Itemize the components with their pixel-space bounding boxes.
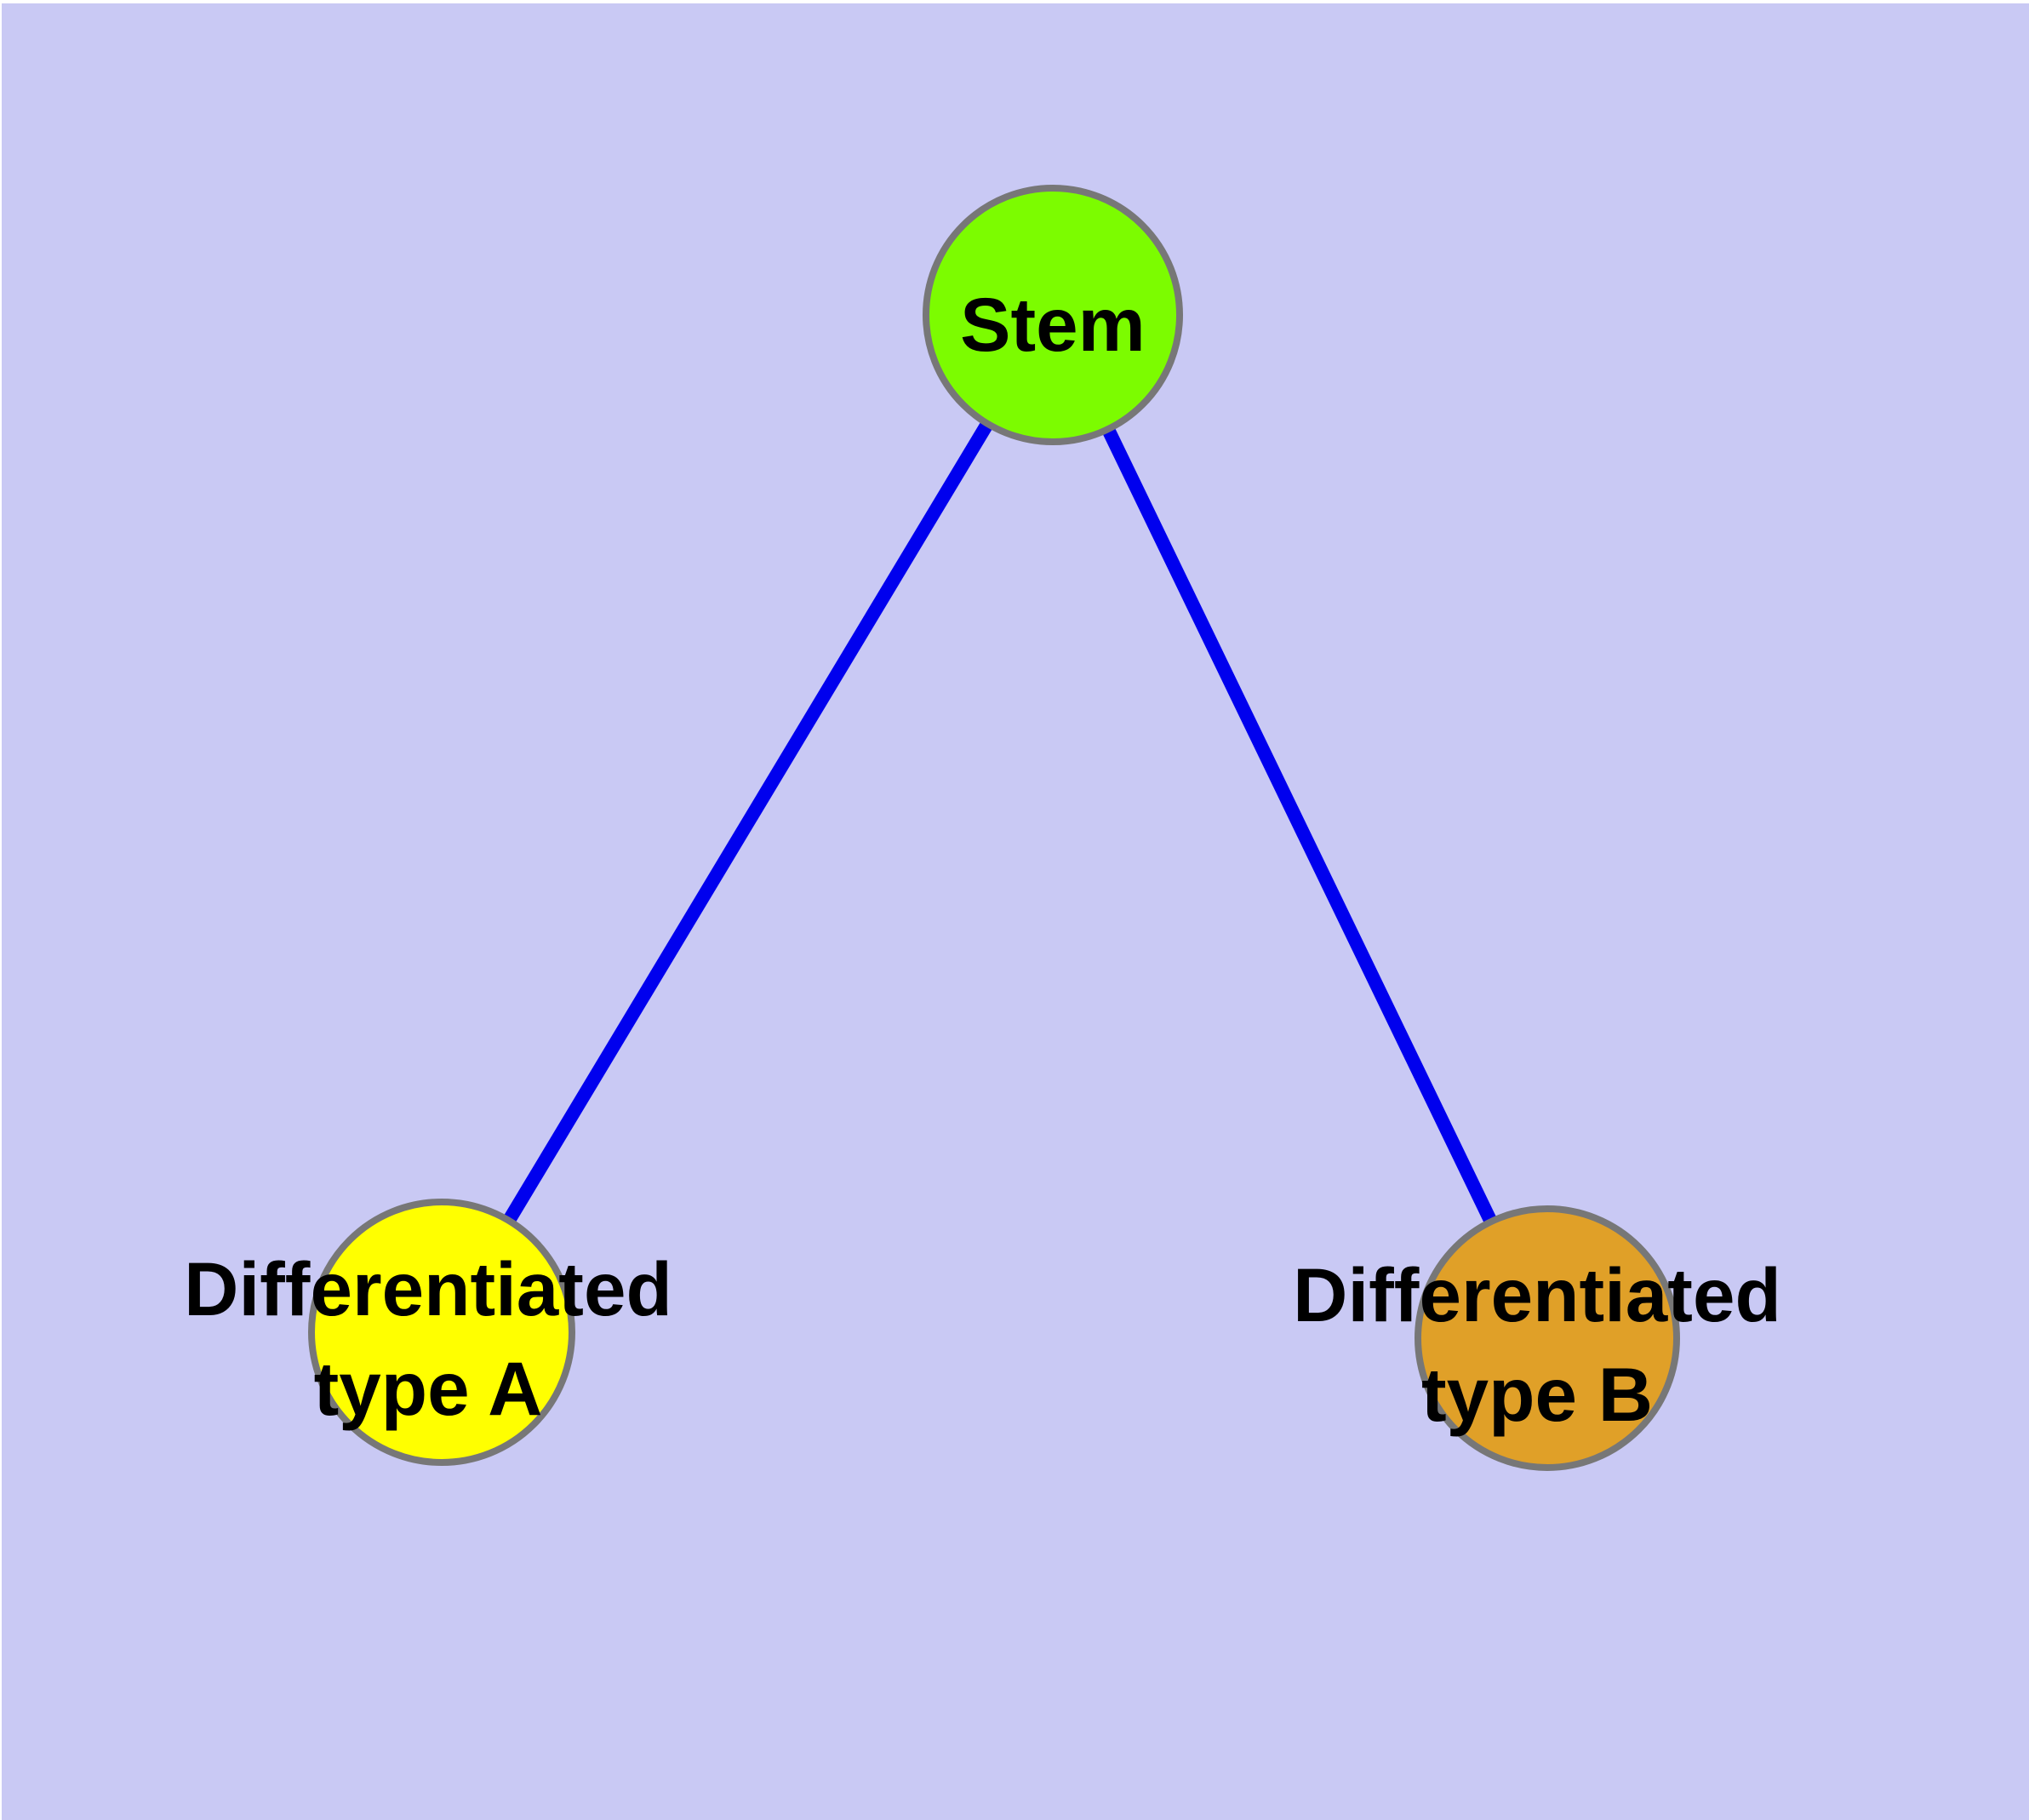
node-label-line: Stem <box>960 282 1146 367</box>
node-label-differentiated-type-b: Differentiated type B <box>1293 1252 1781 1437</box>
node-differentiated-type-b <box>1415 1205 1680 1471</box>
node-differentiated-type-a <box>308 1199 575 1466</box>
node-label-line: type A <box>314 1346 543 1431</box>
edge-stem-to-differentiated-type-b <box>1046 312 1554 1342</box>
node-label-line: Differentiated <box>184 1246 672 1331</box>
node-label-line: type B <box>1421 1352 1653 1437</box>
node-label-line: Differentiated <box>1293 1252 1781 1337</box>
node-label-differentiated-type-a: Differentiated type A <box>184 1246 672 1431</box>
node-stem <box>923 185 1183 445</box>
edge-stem-to-differentiated-type-a <box>436 311 1059 1336</box>
node-label-stem: Stem <box>960 282 1146 367</box>
